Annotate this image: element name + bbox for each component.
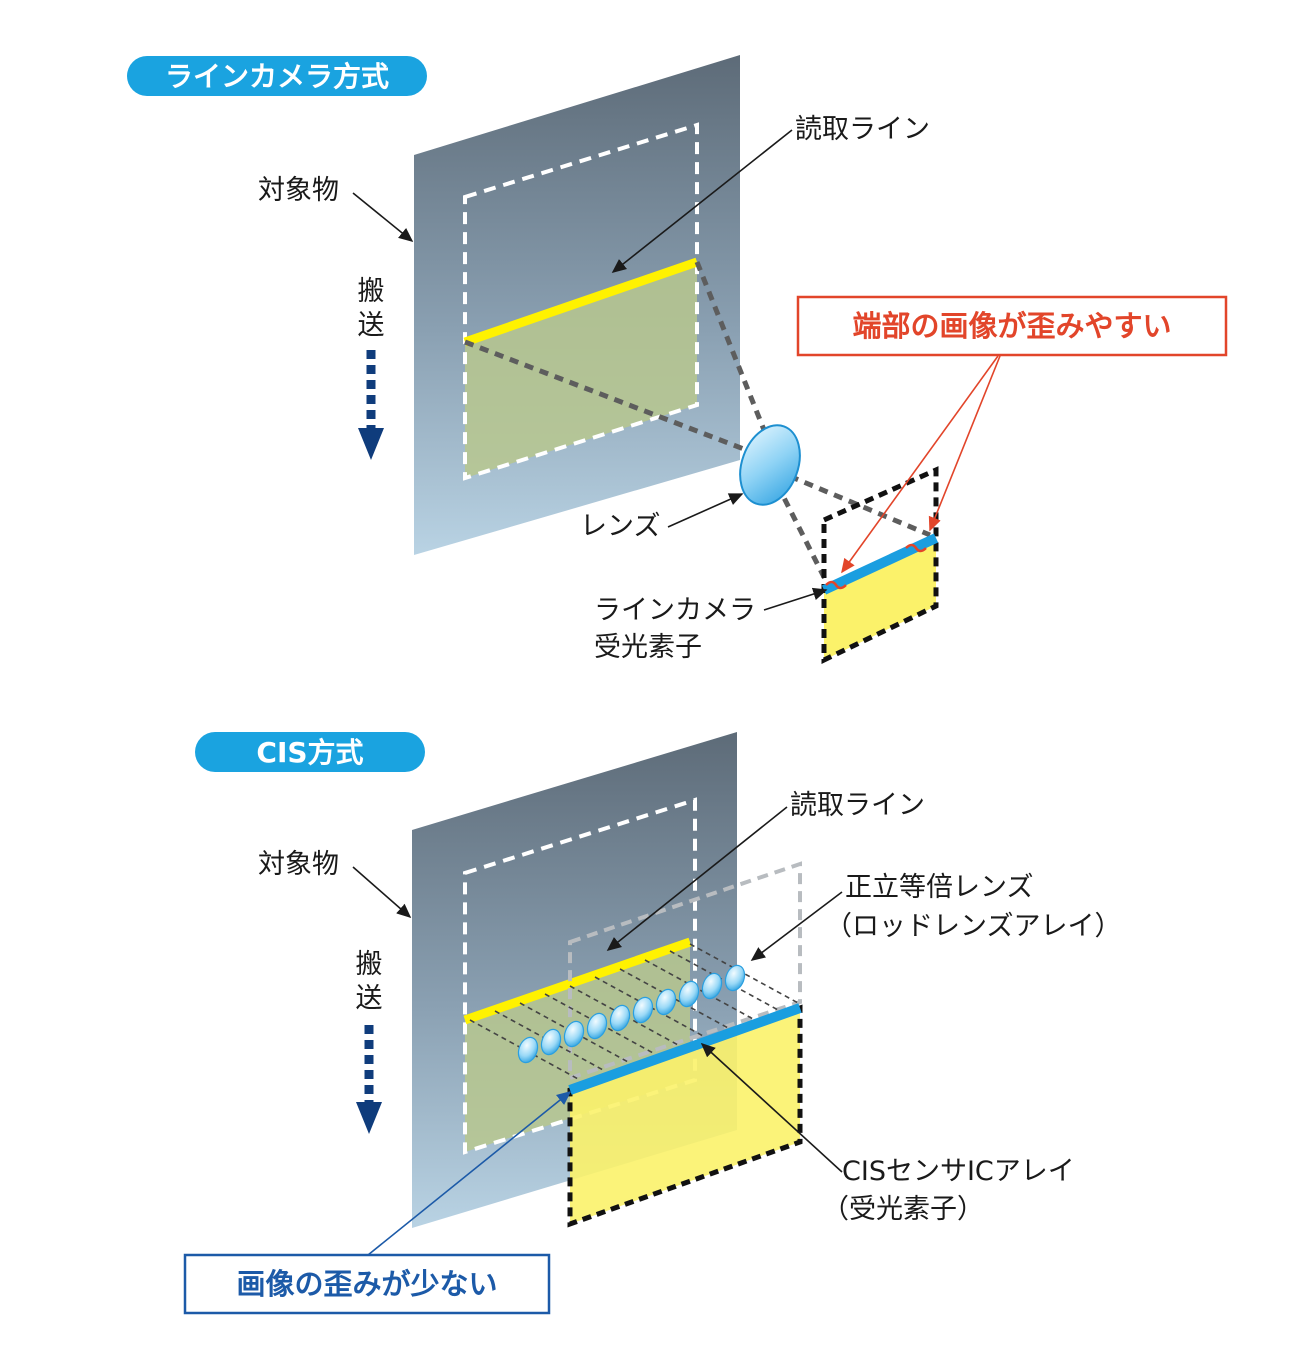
- distortion-leader-right: [928, 355, 1001, 532]
- line-camera-section: ラインカメラ方式 搬 送 対象物: [127, 55, 1228, 664]
- rod-lens-icon: [655, 988, 677, 1016]
- distortion-callout-box: [796, 295, 1228, 357]
- cis-sensor-label-2: （受光素子）: [822, 1194, 984, 1225]
- transport-label-1: 搬: [356, 949, 383, 980]
- line-camera-badge-text: ラインカメラ方式: [165, 60, 389, 93]
- rod-lens-leader: [750, 891, 843, 961]
- transport-arrow: [358, 350, 384, 460]
- read-line-label: 読取ライン: [790, 790, 925, 821]
- scanned-region: [465, 942, 690, 1152]
- sensor-fill: [570, 1008, 800, 1224]
- rod-lens-rays: [469, 943, 801, 1081]
- distortion-leader-left: [841, 355, 999, 574]
- rod-lens-icon: [678, 980, 700, 1008]
- cis-badge-text: CIS方式: [256, 736, 363, 769]
- distortion-mark-right: [905, 543, 927, 553]
- sensor-leader: [763, 587, 828, 611]
- sensor-line: [821, 533, 939, 595]
- rod-lens-icon: [517, 1036, 539, 1064]
- sensor-frame: [821, 466, 939, 664]
- scanned-region: [465, 262, 697, 478]
- read-line-label: 読取ライン: [795, 114, 930, 145]
- cis-section: CIS方式: [183, 732, 1121, 1315]
- low-distortion-callout-text: 画像の歪みが少ない: [236, 1267, 497, 1301]
- transport-label-2: 送: [358, 310, 385, 341]
- read-line-leader: [611, 129, 793, 273]
- low-distortion-callout-box: [183, 1253, 551, 1315]
- read-line: [463, 937, 692, 1025]
- transport-label-1: 搬: [358, 276, 385, 307]
- sensor-label-2: 受光素子: [594, 632, 702, 663]
- distortion-callout-text: 端部の画像が歪みやすい: [852, 309, 1171, 343]
- rod-lens-icon: [724, 964, 746, 992]
- rod-lens-icon: [586, 1012, 608, 1040]
- object-frame: [463, 122, 699, 481]
- low-distortion-leader: [367, 1090, 572, 1256]
- object-label: 対象物: [258, 175, 339, 206]
- sensor-line: [568, 1003, 802, 1095]
- cis-sensor-leader: [700, 1042, 843, 1173]
- sensor-frame: [567, 1004, 803, 1228]
- object-leader: [352, 866, 412, 919]
- rod-lens-label-2: （ロッドレンズアレイ）: [825, 911, 1121, 942]
- sensor-fill: [824, 538, 936, 660]
- rod-lens-icon: [701, 972, 723, 1000]
- distortion-mark-left: [825, 580, 847, 590]
- lens-leader: [667, 493, 744, 528]
- rod-lens-icon: [609, 1004, 631, 1032]
- object-leader: [352, 192, 414, 243]
- cis-badge: [195, 732, 425, 772]
- rod-lens-icon: [540, 1028, 562, 1056]
- transport-arrow: [356, 1025, 382, 1134]
- read-line-leader: [606, 806, 788, 951]
- rod-lens-label-1: 正立等倍レンズ: [845, 872, 1033, 903]
- rod-lens-icon: [632, 996, 654, 1024]
- transport-label-2: 送: [356, 983, 383, 1014]
- lens-label: レンズ: [580, 511, 660, 542]
- rod-lens-icon: [563, 1020, 585, 1048]
- rod-lens-array: [517, 964, 746, 1064]
- sensor-label-1: ラインカメラ: [594, 595, 756, 626]
- line-camera-badge: [127, 56, 427, 96]
- read-line: [463, 257, 699, 347]
- cis-sensor-label-1: CISセンサICアレイ: [842, 1156, 1075, 1187]
- lens-icon: [739, 424, 801, 506]
- object-label: 対象物: [258, 849, 339, 880]
